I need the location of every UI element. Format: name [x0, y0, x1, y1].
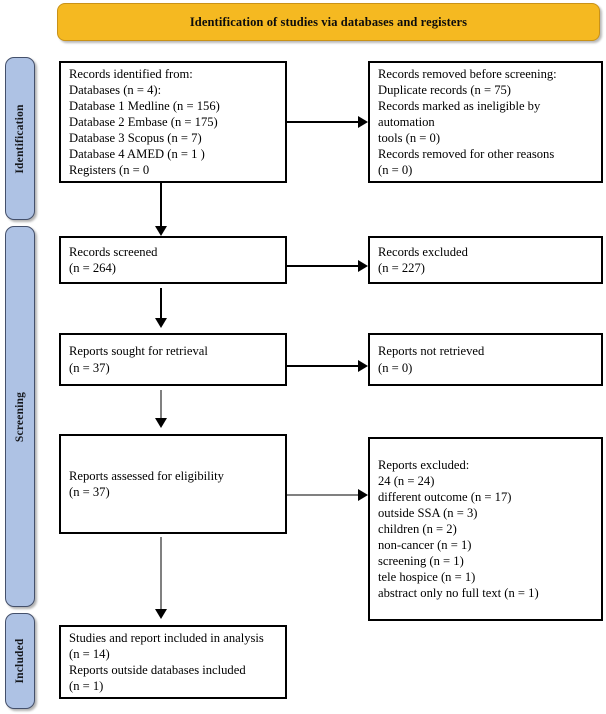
- box-line: Records excluded: [378, 244, 468, 259]
- reports-not-retrieved-box: Reports not retrieved (n = 0): [368, 333, 603, 386]
- connector-assessed-to-included: [160, 537, 162, 613]
- box-line: Database 3 Scopus (n = 7): [69, 131, 202, 146]
- box-line: Records identified from:: [69, 66, 193, 81]
- box-line: (n = 37): [69, 360, 110, 375]
- box-line: Database 2 Embase (n = 175): [69, 114, 218, 129]
- connector-identified-to-removed: [287, 121, 361, 123]
- box-line: Reports not retrieved: [378, 344, 485, 359]
- box-line: Database 4 AMED (n = 1 ): [69, 147, 205, 162]
- box-line: different outcome (n = 17): [378, 489, 512, 504]
- box-line: Records marked as ineligible by: [378, 98, 541, 113]
- reports-excluded-box: Reports excluded: 24 (n = 24) different …: [368, 437, 603, 621]
- records-screened-box: Records screened (n = 264): [59, 236, 287, 284]
- diagram-title: Identification of studies via databases …: [189, 14, 468, 29]
- connector-sought-to-assessed: [160, 390, 162, 422]
- connector-identified-to-screened: [160, 183, 162, 231]
- box-line: outside SSA (n = 3): [378, 505, 478, 520]
- box-line: Registers (n = 0: [69, 163, 150, 178]
- box-line: tele hospice (n = 1): [378, 570, 476, 585]
- reports-assessed-box: Reports assessed for eligibility (n = 37…: [59, 434, 287, 534]
- box-line: Studies and report included in analysis: [69, 630, 264, 645]
- box-line: (n = 264): [69, 261, 116, 275]
- box-line: children (n = 2): [378, 521, 457, 536]
- box-line: tools (n = 0): [378, 131, 441, 146]
- box-line: Reports assessed for eligibility: [69, 468, 224, 483]
- studies-included-box: Studies and report included in analysis …: [59, 625, 287, 699]
- diagram-header-banner: Identification of studies via databases …: [57, 3, 600, 41]
- phase-bar-included: Included: [5, 613, 35, 709]
- arrowhead-sought-to-not-retrieved: [358, 360, 368, 372]
- records-removed-box: Records removed before screening: Duplic…: [368, 61, 603, 183]
- arrowhead-sought-to-assessed: [155, 418, 167, 428]
- records-excluded-box: Records excluded (n = 227): [368, 236, 603, 284]
- box-line: Reports outside databases included: [69, 663, 246, 677]
- reports-sought-box: Reports sought for retrieval (n = 37): [59, 333, 287, 386]
- box-line: (n = 0): [378, 360, 413, 375]
- box-line: Database 1 Medline (n = 156): [69, 98, 220, 113]
- box-line: Reports sought for retrieval: [69, 344, 208, 359]
- box-line: Duplicate records (n = 75): [378, 82, 511, 97]
- connector-screened-to-excluded: [287, 265, 361, 267]
- box-line: (n = 37): [69, 485, 110, 499]
- box-line: (n = 1): [69, 679, 104, 694]
- phase-bar-screening: Screening: [5, 226, 35, 607]
- box-line: screening (n = 1): [378, 554, 464, 569]
- phase-label-identification: Identification: [14, 103, 26, 174]
- box-line: Databases (n = 4):: [69, 82, 162, 97]
- arrowhead-screened-to-sought: [155, 318, 167, 328]
- box-line: Records removed for other reasons: [378, 147, 555, 162]
- arrowhead-identified-to-removed: [358, 116, 368, 128]
- connector-sought-to-not-retrieved: [287, 365, 361, 367]
- arrowhead-assessed-to-included: [155, 609, 167, 619]
- box-line: 24 (n = 24): [378, 473, 435, 488]
- phase-label-included: Included: [14, 638, 26, 684]
- phase-label-screening: Screening: [14, 391, 26, 442]
- records-identified-box: Records identified from: Databases (n = …: [59, 61, 287, 183]
- connector-screened-to-sought: [160, 288, 162, 322]
- box-line: automation: [378, 114, 435, 129]
- phase-bar-identification: Identification: [5, 57, 35, 220]
- box-line: Records screened: [69, 244, 158, 259]
- box-line: abstract only no full text (n = 1): [378, 586, 539, 601]
- arrowhead-screened-to-excluded: [358, 260, 368, 272]
- box-line: Records removed before screening:: [378, 66, 557, 81]
- box-line: non-cancer (n = 1): [378, 538, 472, 553]
- arrowhead-identified-to-screened: [155, 226, 167, 236]
- box-line: (n = 0): [378, 163, 413, 178]
- arrowhead-assessed-to-excluded: [358, 489, 368, 501]
- box-line: (n = 227): [378, 261, 425, 275]
- box-line: Reports excluded:: [378, 457, 470, 472]
- connector-assessed-to-excluded: [287, 494, 361, 496]
- box-line: (n = 14): [69, 646, 110, 661]
